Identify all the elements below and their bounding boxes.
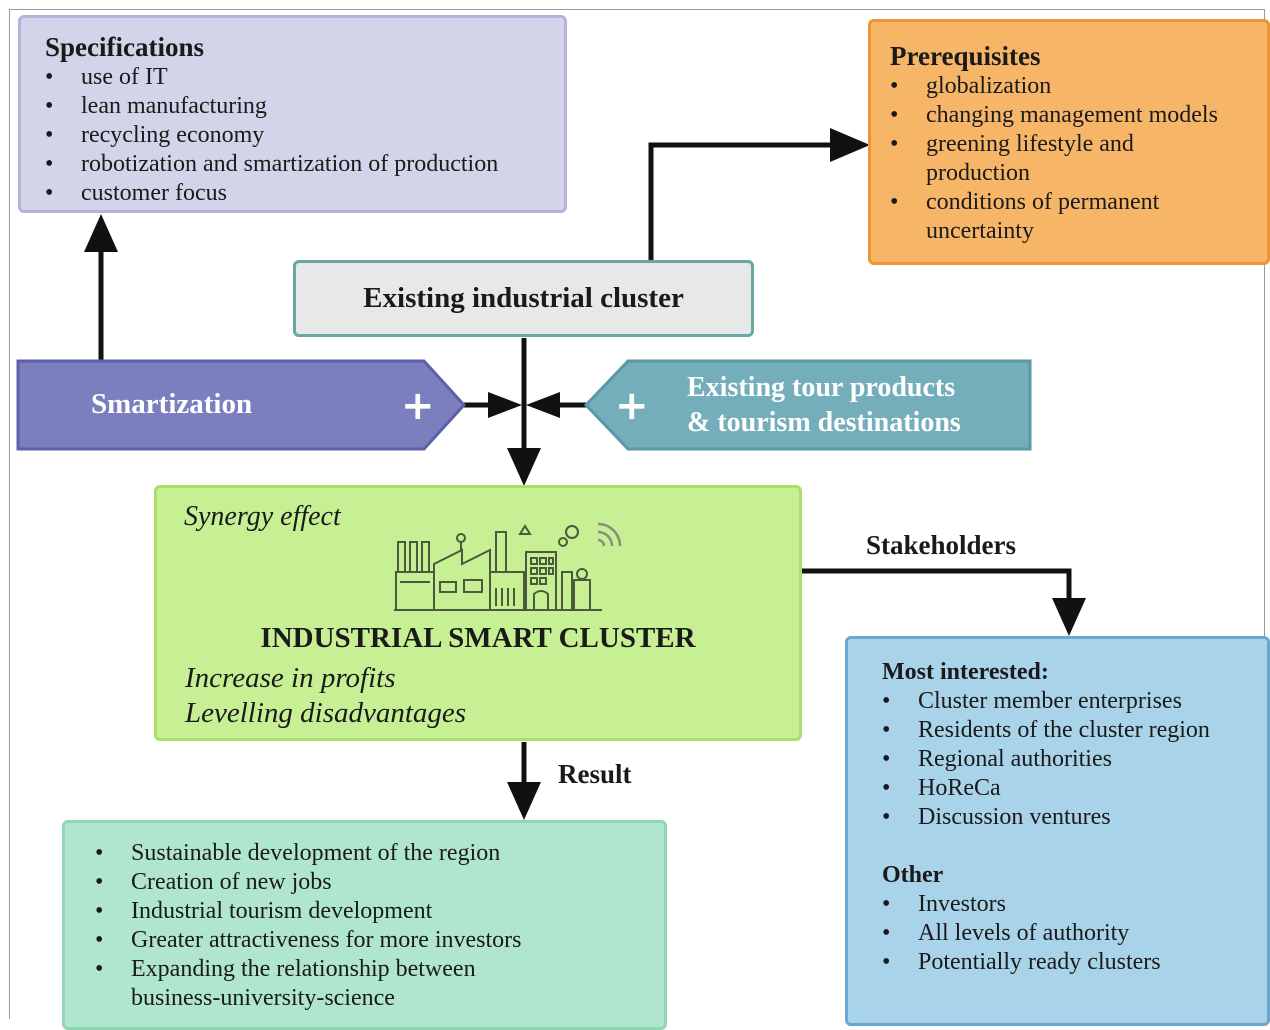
arrow-to-stakeholders xyxy=(802,568,1072,600)
result-item-line: business-university-science xyxy=(131,985,395,1011)
most-interested-item: Discussion ventures xyxy=(882,803,1267,832)
arrowhead-smartization xyxy=(488,392,522,418)
result-item-line: Industrial tourism development xyxy=(131,898,433,924)
synergy-effect-label: Synergy effect xyxy=(184,501,341,532)
result-item-line: Creation of new jobs xyxy=(131,869,332,895)
increase-in-profits-text: Increase in profits xyxy=(185,662,396,694)
arrowhead-result xyxy=(507,782,541,820)
result-box: Sustainable development of the regionCre… xyxy=(62,820,667,1030)
prerequisite-item-line: production xyxy=(926,160,1030,186)
specifications-box: Specifications use of ITlean manufacturi… xyxy=(18,15,567,213)
tourism-plus-icon: + xyxy=(615,383,649,429)
most-interested-list: Cluster member enterprisesResidents of t… xyxy=(882,687,1267,832)
arrowhead-stakeholders xyxy=(1052,598,1086,636)
most-interested-item: Regional authorities xyxy=(882,745,1267,774)
specification-item: recycling economy xyxy=(45,121,564,150)
smartization-label: Smartization xyxy=(91,388,253,420)
result-item: Industrial tourism development xyxy=(95,897,664,926)
prerequisite-item: globalization xyxy=(890,72,1267,101)
prerequisites-box: Prerequisites globalization changing mana… xyxy=(868,19,1270,265)
prerequisite-item: changing management models xyxy=(890,101,1267,130)
other-stakeholders-list: InvestorsAll levels of authorityPotentia… xyxy=(882,890,1267,977)
arrowhead-smart-cluster xyxy=(507,448,541,486)
specifications-title: Specifications xyxy=(45,32,204,62)
specification-item: lean manufacturing xyxy=(45,92,564,121)
tourism-label-line-1: Existing tour products xyxy=(687,372,956,403)
most-interested-item: Cluster member enterprises xyxy=(882,687,1267,716)
result-item: Greater attractiveness for more investor… xyxy=(95,926,664,955)
figure-frame xyxy=(9,9,1265,1019)
arrowhead-specifications xyxy=(84,214,118,252)
prerequisite-item-line: greening lifestyle and xyxy=(926,131,1134,157)
smart-cluster-box: Synergy effect xyxy=(154,485,802,741)
arrowhead-prerequisites xyxy=(830,128,870,162)
most-interested-title: Most interested: xyxy=(882,659,1049,685)
specification-item: use of IT xyxy=(45,63,564,92)
tourism-shape xyxy=(583,359,1032,451)
specification-item: customer focus xyxy=(45,179,564,208)
prerequisite-item-line: conditions of permanent xyxy=(926,189,1160,215)
prerequisite-item-line: globalization xyxy=(926,73,1052,99)
most-interested-item: HoReCa xyxy=(882,774,1267,803)
existing-cluster-box: Existing industrial cluster xyxy=(293,260,754,337)
result-item: Sustainable development of the region xyxy=(95,839,664,868)
tourism-label: Existing tour products & tourism destina… xyxy=(687,370,961,440)
prerequisites-title: Prerequisites xyxy=(890,41,1041,71)
smartization-plus-icon: + xyxy=(401,383,435,429)
smart-cluster-title: INDUSTRIAL SMART CLUSTER xyxy=(260,622,696,654)
stakeholders-label: Stakeholders xyxy=(866,530,1017,560)
prerequisite-item-line: changing management models xyxy=(926,102,1218,128)
prerequisite-item: greening lifestyle and production xyxy=(890,130,1267,188)
arrowhead-tourism xyxy=(526,392,560,418)
specification-item: robotization and smartization of product… xyxy=(45,150,564,179)
most-interested-item: Residents of the cluster region xyxy=(882,716,1267,745)
arrow-to-prerequisites xyxy=(648,142,830,262)
levelling-disadvantages-text: Levelling disadvantages xyxy=(185,697,467,729)
result-list: Sustainable development of the regionCre… xyxy=(95,839,664,1013)
specifications-list: use of ITlean manufacturingrecycling eco… xyxy=(45,63,564,208)
smartization-shape xyxy=(16,359,467,451)
result-item-line: Sustainable development of the region xyxy=(131,840,501,866)
prerequisite-item-line: uncertainty xyxy=(926,218,1034,244)
result-item-line: Expanding the relationship between xyxy=(131,956,476,982)
result-label: Result xyxy=(558,759,632,789)
prerequisite-item: conditions of permanent uncertainty xyxy=(890,188,1267,246)
section-spacer xyxy=(882,832,1267,860)
result-item-line: Greater attractiveness for more investor… xyxy=(131,927,522,953)
other-title: Other xyxy=(882,862,944,888)
other-stakeholder-item: Potentially ready clusters xyxy=(882,948,1267,977)
prerequisites-list: globalizationchanging management modelsg… xyxy=(890,72,1267,246)
other-stakeholder-item: Investors xyxy=(882,890,1267,919)
stakeholders-box: Most interested: Cluster member enterpri… xyxy=(845,636,1270,1026)
result-item: Creation of new jobs xyxy=(95,868,664,897)
result-item: Expanding the relationship between busine… xyxy=(95,955,664,1013)
other-stakeholder-item: All levels of authority xyxy=(882,919,1267,948)
factory-icon xyxy=(394,522,622,611)
tourism-label-line-2: & tourism destinations xyxy=(687,407,961,438)
